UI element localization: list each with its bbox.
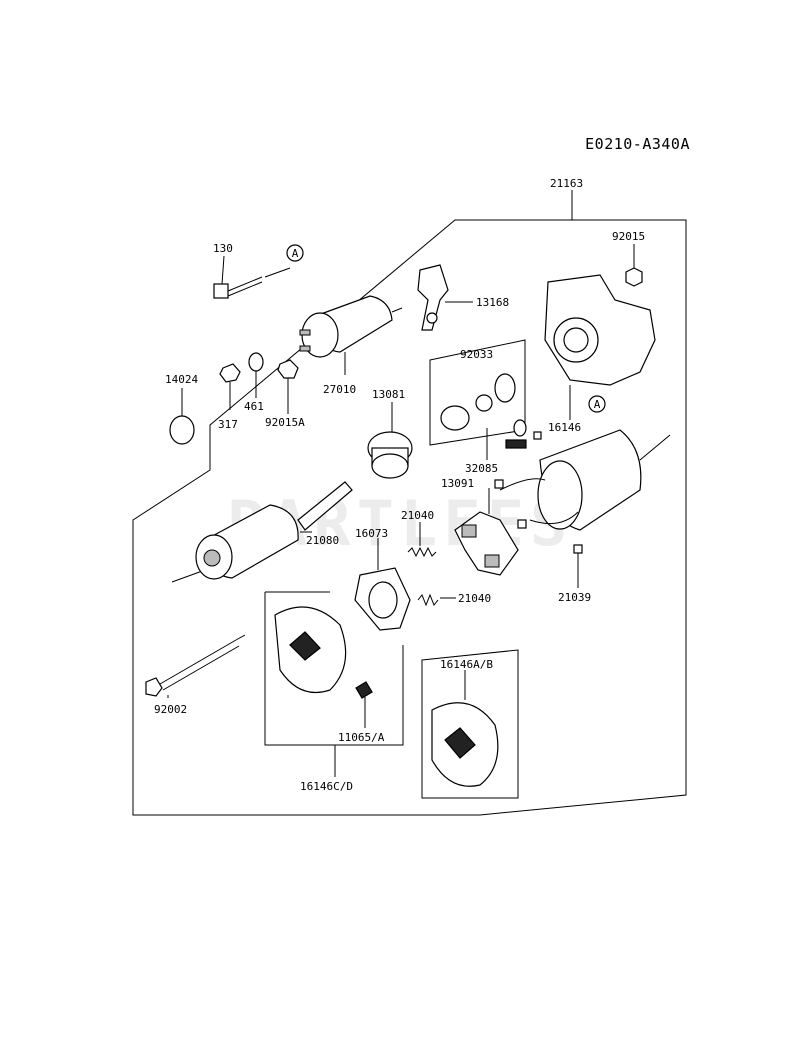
callout-a-lower: A [588,395,606,413]
label-317: 317 [218,418,238,431]
label-13168: 13168 [476,296,509,309]
nut-92015 [625,244,643,287]
label-16146ab: 16146A/B [440,658,493,671]
armature-21080 [171,481,353,583]
label-14024: 14024 [165,373,198,386]
label-92015: 92015 [612,230,645,243]
ring-92033 [440,373,516,431]
label-13081: 13081 [372,388,405,401]
spring-21040-upper [407,546,437,558]
yoke-field-coil [494,429,671,554]
leader-130 [221,255,225,285]
label-21040-lower: 21040 [458,592,491,605]
assembly-outline-21163 [132,219,687,816]
label-92002: 92002 [154,703,187,716]
brush-32085 [505,419,542,449]
label-11065a: 11065/A [338,731,385,744]
frame-16146ab [421,649,519,799]
brush-holder-13091 [454,511,519,576]
callout-a-top: A [286,244,304,262]
label-13091: 13091 [441,477,474,490]
label-16146: 16146 [548,421,581,434]
bolt-130 [213,267,291,299]
washer-461 [248,352,264,372]
label-16146cd: 16146C/D [300,780,353,793]
screw-11065a [355,681,373,699]
cap-14024 [169,415,195,445]
label-21080: 21080 [306,534,339,547]
nut-317 [219,363,241,383]
pinion-gear-13081 [367,431,413,479]
housing-16146 [544,274,656,386]
label-32085: 32085 [465,462,498,475]
end-cover-16146cd [274,606,347,694]
label-461: 461 [244,400,264,413]
plate-16073 [354,567,411,631]
label-92015a: 92015A [265,416,305,429]
lever-13168 [417,264,449,331]
label-21163: 21163 [550,177,583,190]
label-16073: 16073 [355,527,388,540]
svg-text:A: A [292,247,299,260]
label-130: 130 [213,242,233,255]
diagram-code: E0210-A340A [585,135,690,153]
spring-21040-lower [417,593,439,607]
nut-92015a [277,359,299,379]
bolt-92002 [145,634,246,697]
svg-text:A: A [594,398,601,411]
label-92033: 92033 [460,348,493,361]
end-cover-16146ab [431,702,499,787]
frame-16146cd [264,592,404,746]
label-21040-upper: 21040 [401,509,434,522]
label-27010: 27010 [323,383,356,396]
label-21039: 21039 [558,591,591,604]
solenoid-27010 [299,295,403,358]
